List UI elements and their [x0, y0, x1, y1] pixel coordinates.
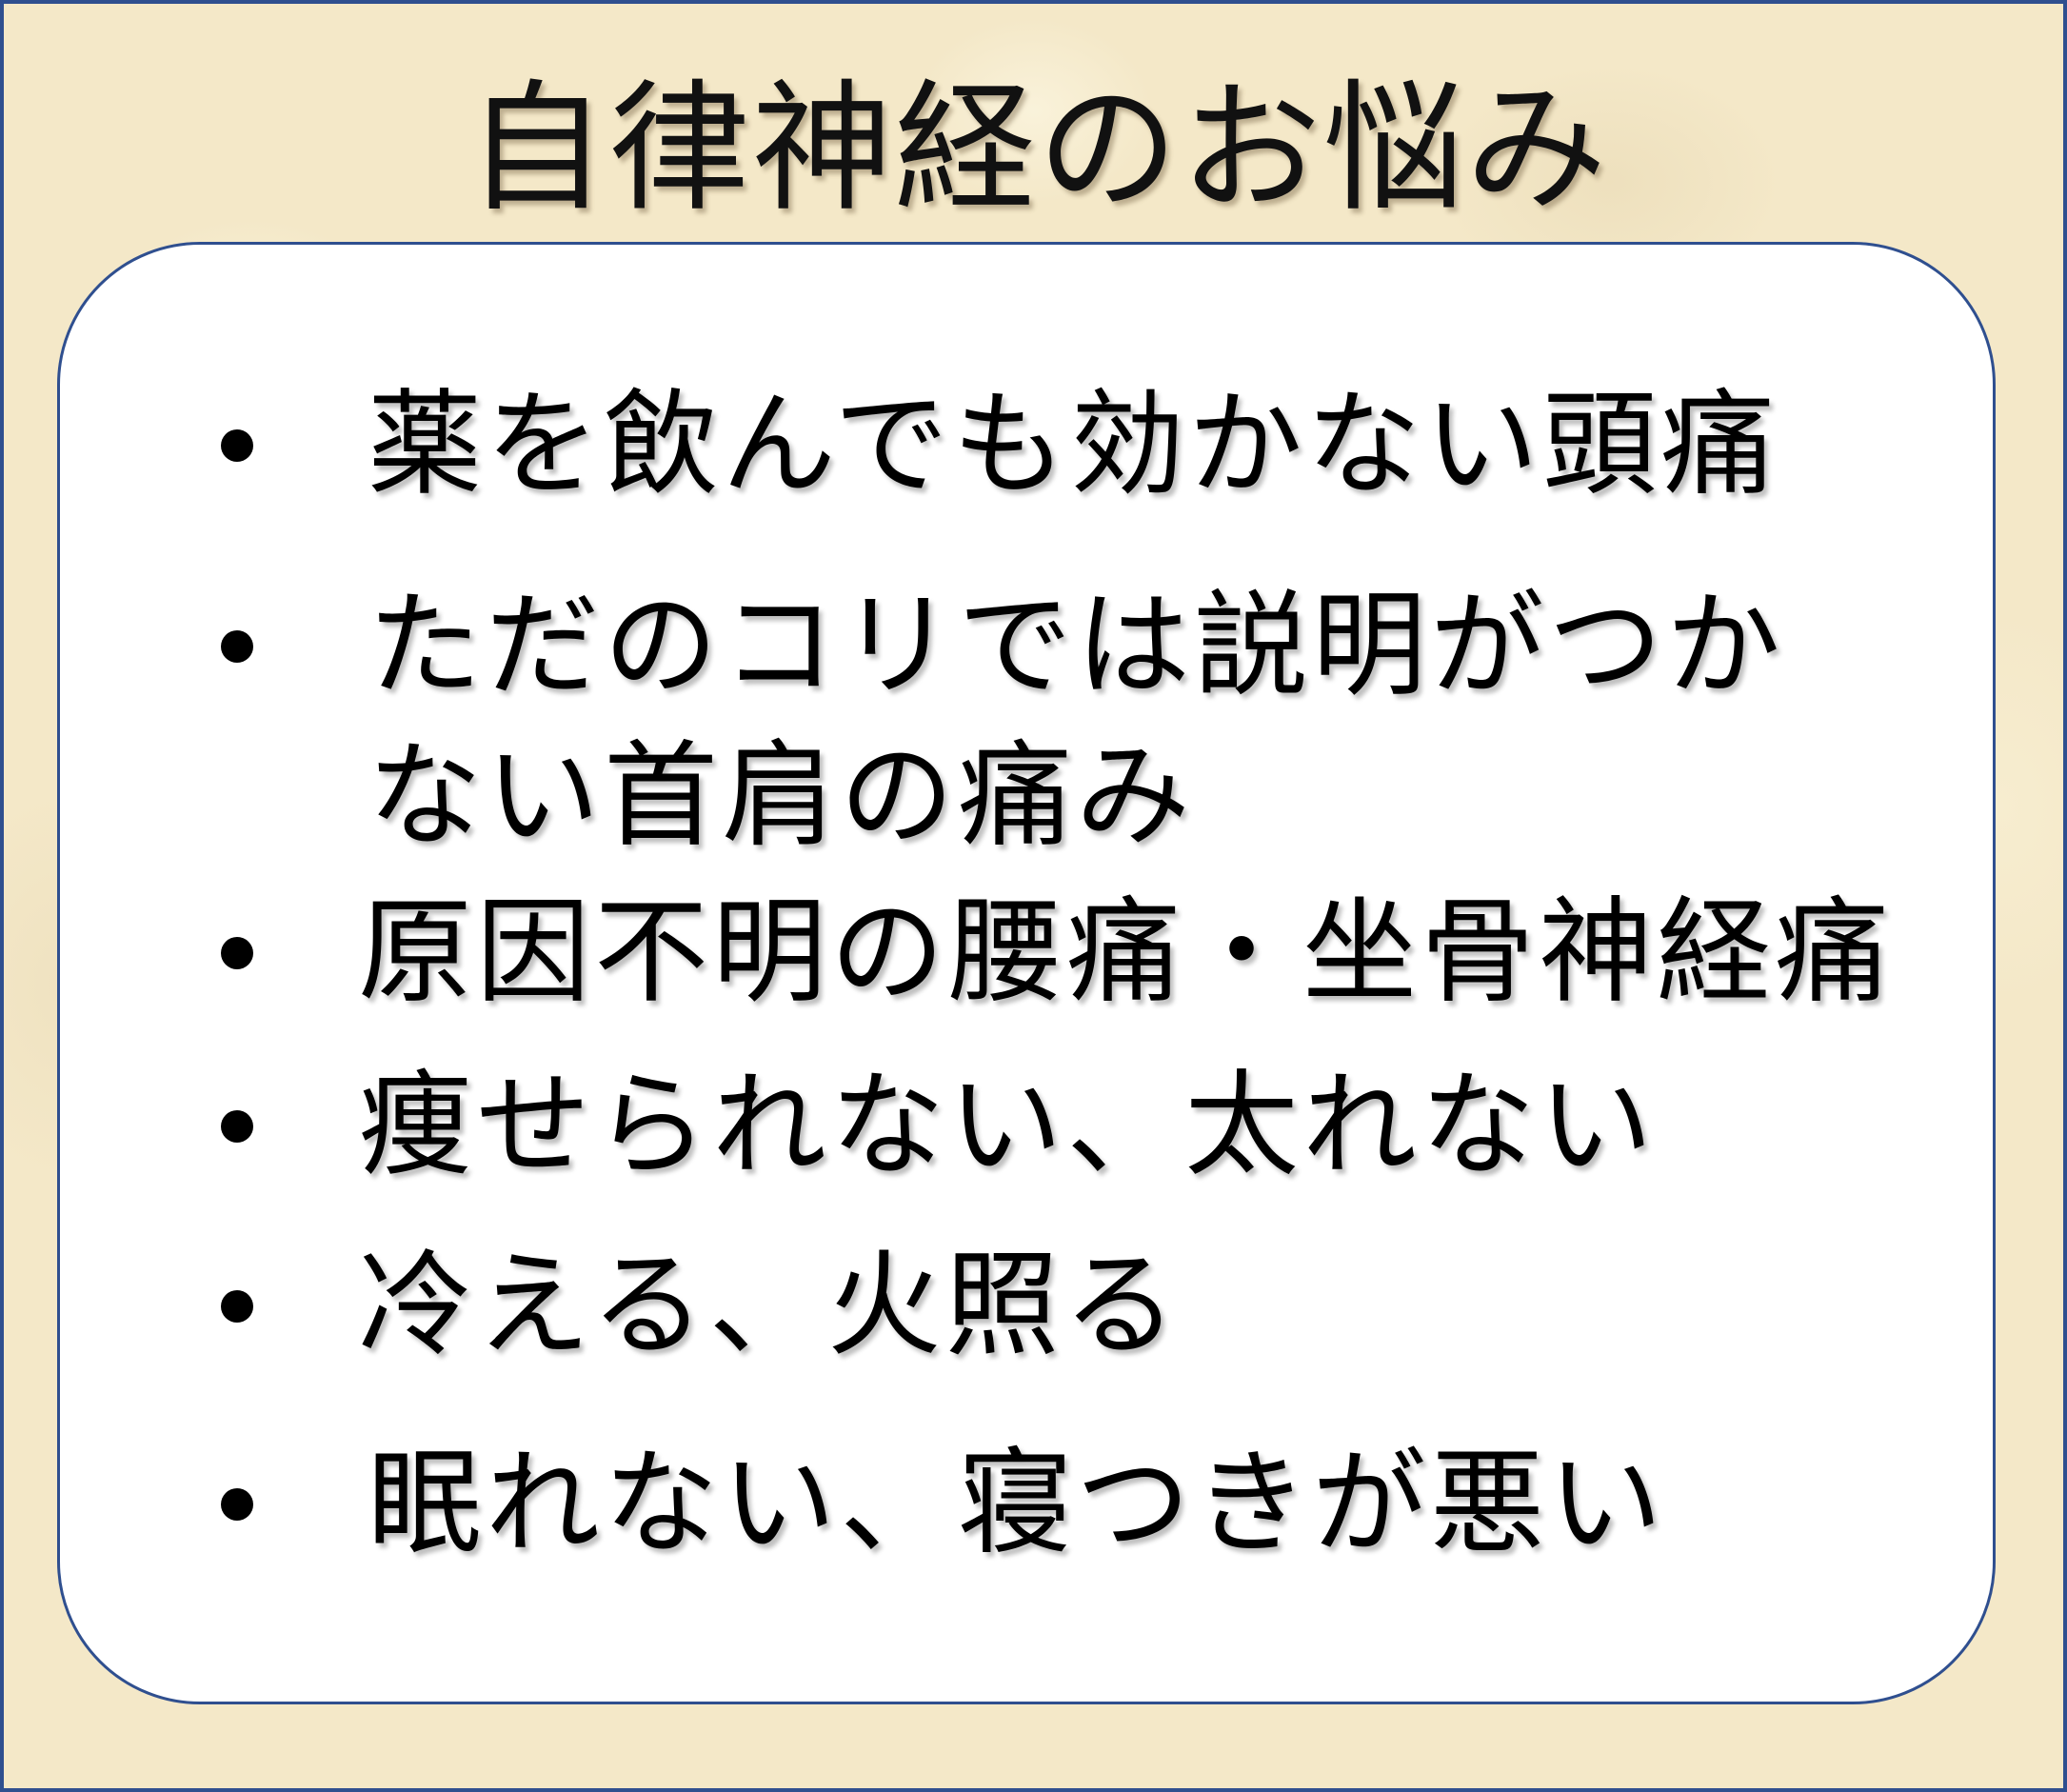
list-item-5: 冷える、火照る [358, 1240, 1182, 1372]
bullet-dot [221, 429, 253, 462]
list-item-2-line-2: ない首肩の痛み [368, 730, 1194, 863]
list-item-2-line-1: ただのコリでは説明がつか [368, 580, 1784, 712]
bullet-dot [221, 1290, 253, 1323]
symptom-list-panel [57, 242, 1996, 1704]
page-title: 自律神経のお悩み [466, 67, 1609, 230]
bullet-dot [221, 630, 253, 663]
list-item-4: 痩せられない、太れない [358, 1060, 1657, 1192]
bullet-dot [221, 937, 253, 969]
list-item-3: 原因不明の腰痛・坐骨神経痛 [358, 886, 1893, 1019]
bullet-dot [221, 1488, 253, 1521]
bullet-dot [221, 1110, 253, 1143]
list-item-6: 眠れない、寝つきが悪い [368, 1438, 1666, 1570]
list-item-1: 薬を飲んでも効かない頭痛 [368, 379, 1779, 511]
